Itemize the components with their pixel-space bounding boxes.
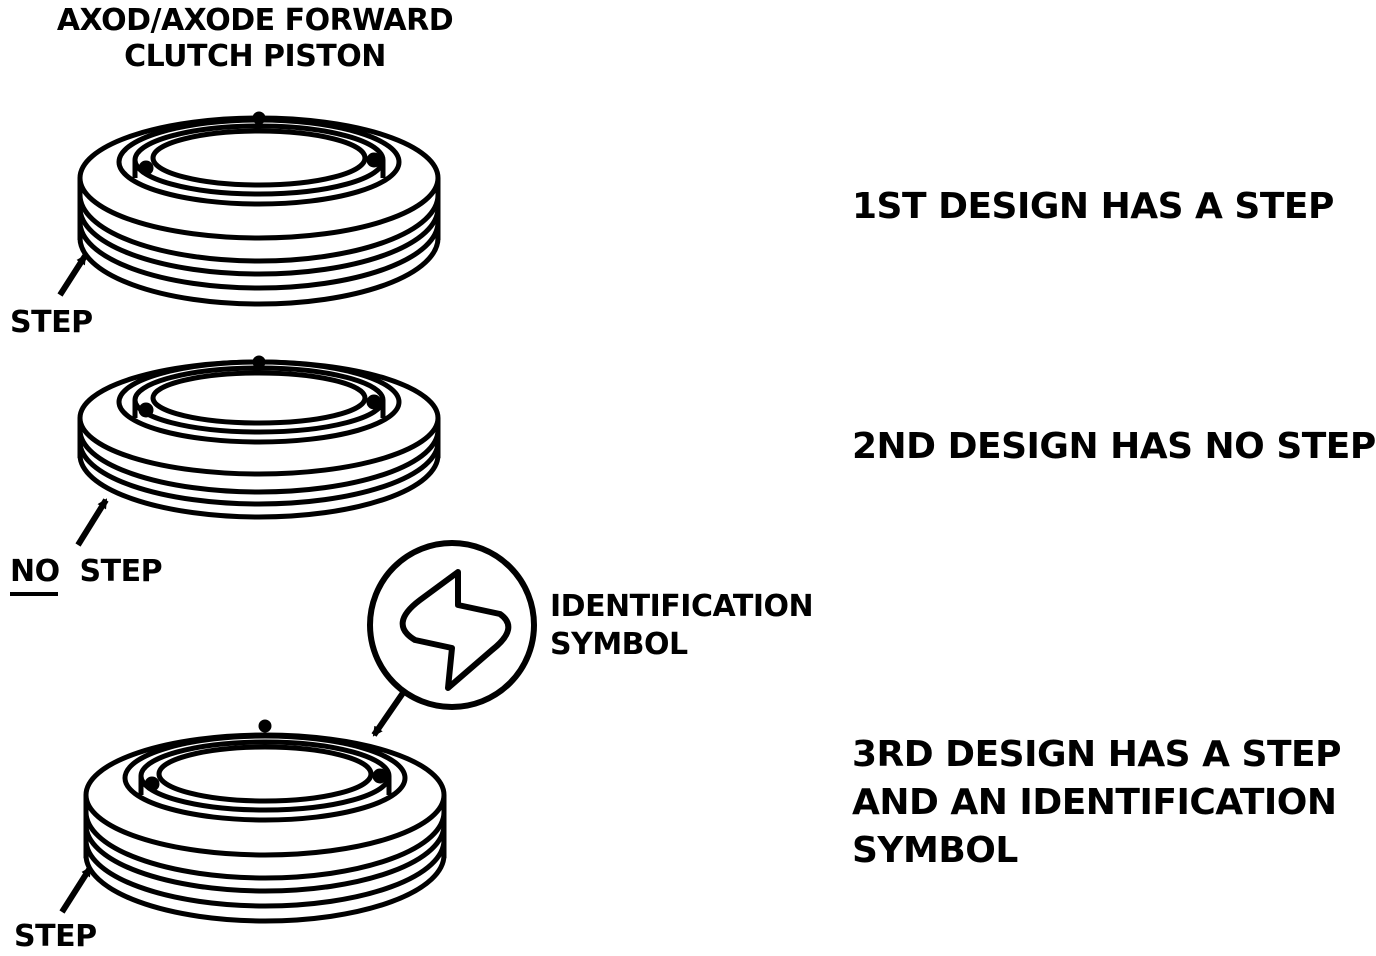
piston-1st-design (77, 111, 441, 307)
no-step-label: NO STEP (10, 554, 163, 589)
no-emphasis: NO (10, 554, 60, 589)
step-arrow-3 (59, 866, 93, 914)
no-underline (10, 592, 58, 596)
caption-3rd-design-line-2: AND AN IDENTIFICATION (852, 782, 1337, 823)
identification-label-line-2: SYMBOL (550, 627, 688, 662)
caption-2nd-design: 2ND DESIGN HAS NO STEP (852, 426, 1376, 467)
lightning-bolt-icon (399, 569, 512, 691)
identification-arrow (371, 688, 408, 737)
no-step-arrow (75, 498, 109, 547)
caption-3rd-design-line-3: SYMBOL (852, 830, 1018, 871)
caption-3rd-design-line-1: 3RD DESIGN HAS A STEP (852, 734, 1342, 775)
identification-symbol-callout (367, 540, 537, 737)
no-step-rest: STEP (79, 554, 163, 589)
title-line-2: CLUTCH PISTON (124, 39, 386, 74)
step-label-3: STEP (14, 919, 97, 954)
identification-label-line-1: IDENTIFICATION (550, 589, 814, 624)
caption-1st-design: 1ST DESIGN HAS A STEP (852, 186, 1334, 227)
title-line-1: AXOD/AXODE FORWARD (56, 3, 454, 38)
piston-3rd-design (83, 719, 447, 924)
piston-2nd-design (77, 355, 441, 520)
step-arrow-1 (57, 254, 88, 297)
step-label-1: STEP (10, 305, 93, 340)
identification-symbol-circle (367, 540, 537, 710)
